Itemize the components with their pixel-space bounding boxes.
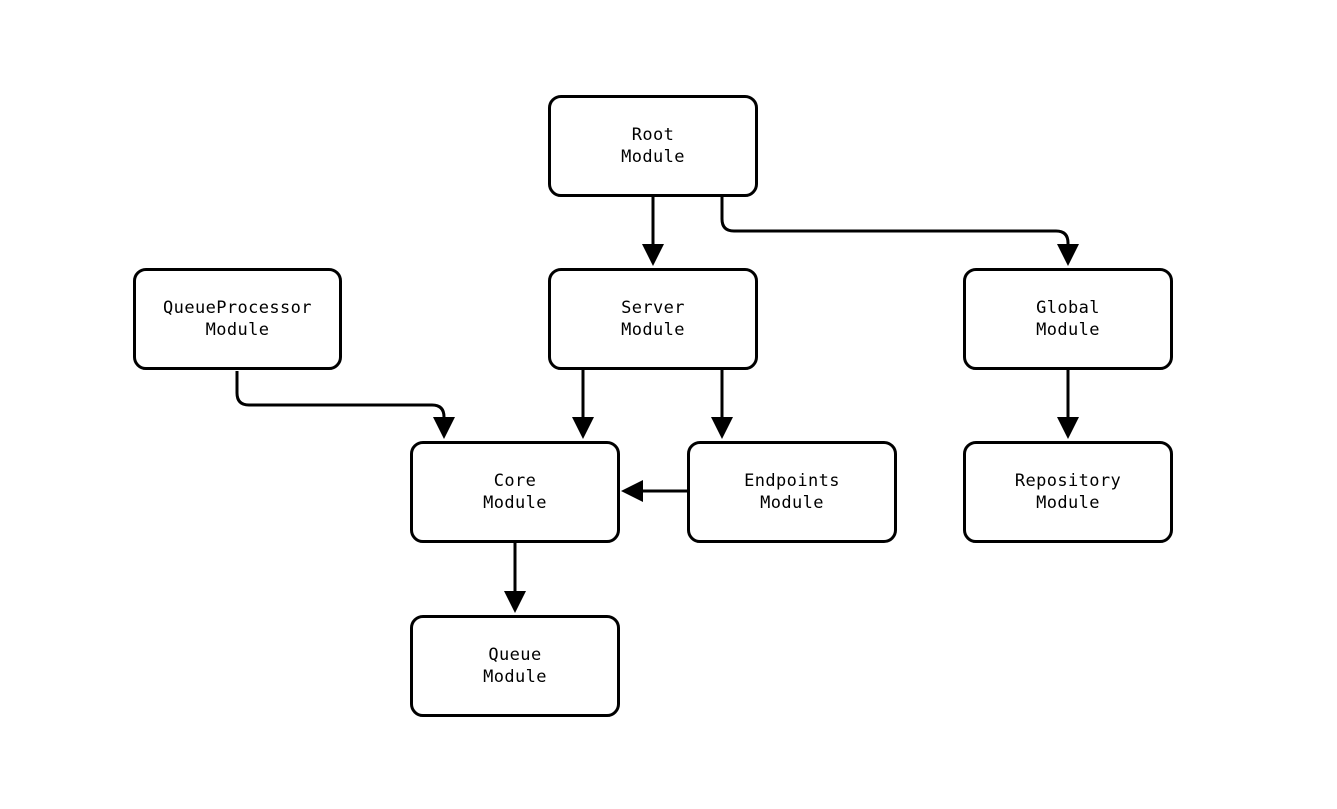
node-root-module-line2: Module xyxy=(621,147,685,167)
edge-endpoints-to-core xyxy=(621,480,687,502)
node-repository-module-line2: Module xyxy=(1036,493,1100,513)
node-root-module-line1: Root xyxy=(631,125,675,145)
edge-global-to-repository xyxy=(1057,370,1079,439)
edge-root-to-server xyxy=(642,197,664,266)
node-server-module-line2: Module xyxy=(621,320,685,340)
node-queue-module-line2: Module xyxy=(483,667,547,687)
edge-root-to-global xyxy=(720,197,1079,266)
node-queue-module-line1: Queue xyxy=(488,645,542,665)
node-server-module[interactable]: Server Module xyxy=(548,268,758,370)
node-repository-module-line1: Repository xyxy=(1014,471,1122,491)
node-endpoints-module-line2: Module xyxy=(760,493,824,513)
edge-server-to-endpoints xyxy=(711,370,733,439)
node-core-module-line1: Core xyxy=(493,471,537,491)
edge-core-to-queue xyxy=(504,543,526,613)
node-endpoints-module[interactable]: Endpoints Module xyxy=(687,441,897,543)
edge-queueprocessor-to-core xyxy=(235,371,455,439)
node-global-module-line1: Global xyxy=(1036,298,1100,318)
node-server-module-line1: Server xyxy=(621,298,685,318)
node-repository-module[interactable]: Repository Module xyxy=(963,441,1173,543)
node-global-module[interactable]: Global Module xyxy=(963,268,1173,370)
node-root-module[interactable]: Root Module xyxy=(548,95,758,197)
edge-server-to-core xyxy=(572,370,594,439)
node-queueprocessor-module-line1: QueueProcessor xyxy=(163,298,312,318)
node-global-module-line2: Module xyxy=(1036,320,1100,340)
node-core-module-line2: Module xyxy=(483,493,547,513)
node-queueprocessor-module-line2: Module xyxy=(205,320,270,340)
node-queue-module[interactable]: Queue Module xyxy=(410,615,620,717)
node-queueprocessor-module[interactable]: QueueProcessor Module xyxy=(133,268,342,370)
node-core-module[interactable]: Core Module xyxy=(410,441,620,543)
node-endpoints-module-line1: Endpoints xyxy=(744,471,840,491)
